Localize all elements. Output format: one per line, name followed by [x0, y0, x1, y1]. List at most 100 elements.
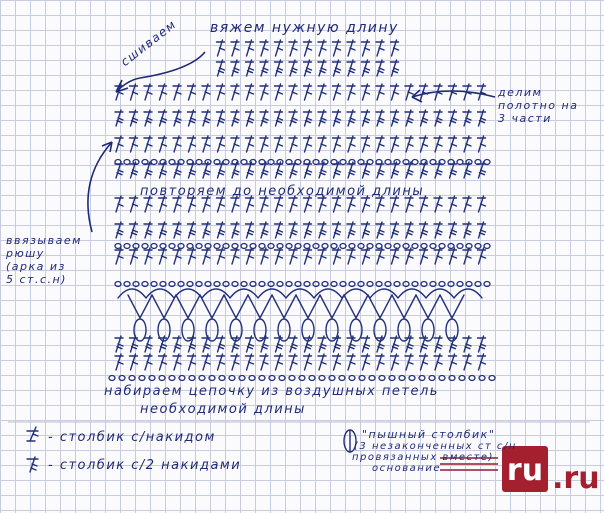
chain-stitch	[468, 374, 476, 382]
chain-stitch	[378, 374, 386, 382]
arrow-top-left	[139, 51, 206, 79]
dc-stitch	[259, 83, 269, 101]
tr-stitch	[157, 221, 168, 239]
dc-stitch	[375, 83, 385, 101]
dc-stitch	[331, 83, 342, 101]
dc-stitch	[317, 39, 327, 57]
dc-stitch	[244, 247, 255, 265]
chain-stitch	[465, 158, 473, 166]
chain-stitch	[318, 374, 326, 382]
dc-stitch	[259, 247, 269, 265]
dc-stitch	[360, 135, 371, 153]
chain-stitch	[186, 158, 194, 166]
chain-stitch	[148, 374, 156, 382]
chain-stitch	[429, 242, 437, 250]
v-stitch	[199, 294, 225, 320]
v-stitch	[247, 294, 273, 320]
tr-stitch	[230, 221, 240, 239]
tr-stitch	[346, 221, 356, 239]
dc-stitch	[201, 83, 211, 101]
chain-stitch	[276, 280, 284, 288]
dc-stitch	[128, 83, 139, 101]
dc-stitch	[215, 195, 226, 213]
chain-stitch	[177, 280, 185, 288]
tr-stitch	[331, 59, 342, 77]
chain-stitch	[150, 280, 158, 288]
chain-stitch	[123, 158, 131, 166]
dc-stitch	[331, 353, 342, 371]
chain-stitch	[478, 374, 486, 382]
chain-stitch	[204, 242, 212, 250]
ruffle-arch	[313, 288, 343, 299]
tr-stitch	[259, 59, 269, 77]
chain-stitch	[150, 158, 158, 166]
chain-stitch	[339, 158, 347, 166]
dc-stitch	[244, 83, 255, 101]
dc-stitch	[244, 135, 255, 153]
tr-stitch	[389, 335, 400, 353]
chain-stitch	[384, 242, 392, 250]
tr-stitch	[143, 335, 153, 353]
ruffle-arch	[341, 288, 371, 299]
ruffle-arch	[201, 288, 231, 299]
tr-stitch	[404, 109, 414, 127]
dc-stitch	[331, 195, 342, 213]
dc-stitch	[273, 39, 284, 57]
tr-stitch	[128, 109, 139, 127]
dc-stitch	[201, 353, 211, 371]
dc-stitch	[259, 195, 269, 213]
dc-stitch	[259, 135, 269, 153]
tr-stitch	[375, 109, 385, 127]
dc-stitch	[433, 247, 443, 265]
chain-stitch	[294, 158, 302, 166]
chain-stitch	[312, 242, 320, 250]
chain-stitch	[375, 242, 383, 250]
dc-stitch	[273, 353, 284, 371]
dc-stitch	[186, 353, 197, 371]
dc-stitch	[418, 195, 429, 213]
chain-stitch	[141, 280, 149, 288]
chain-stitch	[438, 374, 446, 382]
dc-stitch	[201, 195, 211, 213]
dc-stitch	[172, 247, 182, 265]
chain-stitch	[328, 374, 336, 382]
dc-stitch	[375, 247, 385, 265]
chain-stitch	[204, 158, 212, 166]
v-stitch	[319, 294, 345, 320]
dc-stitch	[114, 195, 124, 213]
chain-stitch	[312, 280, 320, 288]
dc-stitch	[157, 195, 168, 213]
dc-stitch	[331, 39, 342, 57]
dc-stitch	[230, 353, 240, 371]
dc-stitch	[375, 353, 385, 371]
dc-stitch	[462, 135, 472, 153]
chain-stitch	[348, 374, 356, 382]
chain-stitch	[195, 158, 203, 166]
chain-stitch	[393, 280, 401, 288]
tr-stitch	[157, 335, 168, 353]
dc-stitch	[230, 247, 240, 265]
dc-stitch	[128, 247, 139, 265]
tr-stitch	[273, 59, 284, 77]
arrow-top-left-head	[115, 77, 141, 93]
chain-stitch	[294, 242, 302, 250]
chain-stitch	[483, 280, 491, 288]
chain-stitch	[258, 374, 266, 382]
dc-stitch	[157, 83, 168, 101]
chain-stitch	[268, 374, 276, 382]
chain-stitch	[222, 158, 230, 166]
chain-stitch	[483, 158, 491, 166]
chain-stitch	[312, 158, 320, 166]
chain-stitch	[388, 374, 396, 382]
chain-stitch	[408, 374, 416, 382]
chain-stitch	[128, 374, 136, 382]
dc-stitch	[157, 247, 168, 265]
chain-stitch	[411, 242, 419, 250]
ruffle-arch	[173, 288, 203, 299]
chain-stitch	[114, 242, 122, 250]
legend-dc-icon	[26, 426, 39, 442]
tr-stitch	[259, 221, 269, 239]
dc-stitch	[230, 135, 240, 153]
dc-stitch	[157, 353, 168, 371]
tr-stitch	[317, 335, 327, 353]
